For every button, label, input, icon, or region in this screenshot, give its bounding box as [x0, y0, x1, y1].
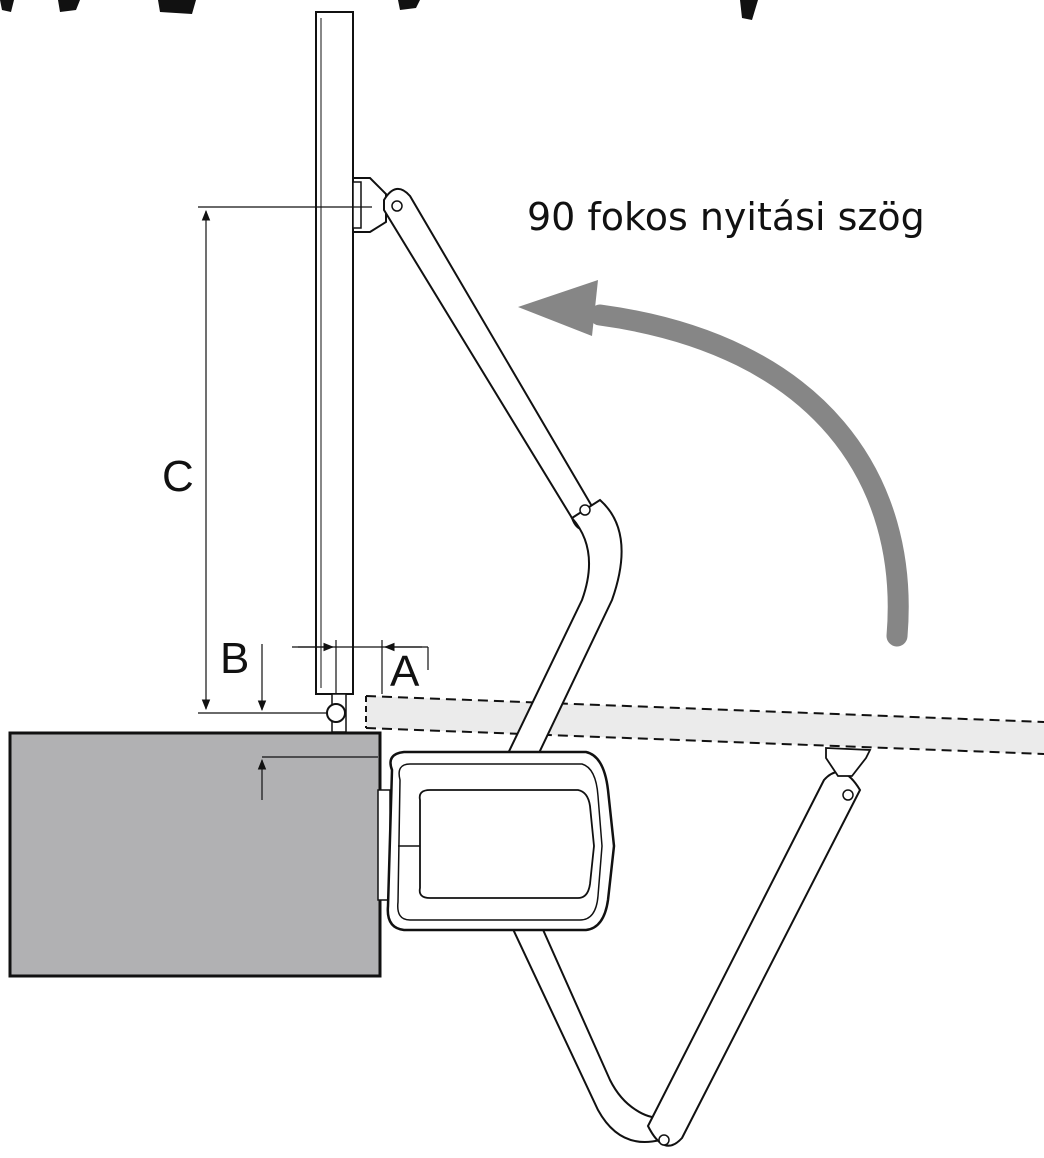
operator-motor [377, 750, 616, 932]
opening-arc [589, 304, 909, 647]
hinge [326, 703, 346, 723]
gate-leaf-closed-edge-top [365, 695, 1044, 723]
caption-opening-angle: 90 fokos nyitási szög [527, 195, 925, 239]
gate-leaf-closed-edge-bottom [365, 727, 1044, 755]
dim-label-a: A [390, 647, 420, 696]
arm-open [383, 188, 623, 778]
pillar [8, 731, 382, 978]
dim-label-c: C [162, 452, 194, 501]
gate-arm-bracket-plate [352, 181, 362, 229]
gate-leaf-open [315, 11, 354, 695]
opening-arrowhead [518, 280, 598, 336]
gate-leaf-closed [366, 696, 1044, 754]
dim-label-b: B [220, 634, 249, 683]
cropped-heading-fragment [0, 0, 758, 20]
arm-closed [502, 747, 872, 1147]
